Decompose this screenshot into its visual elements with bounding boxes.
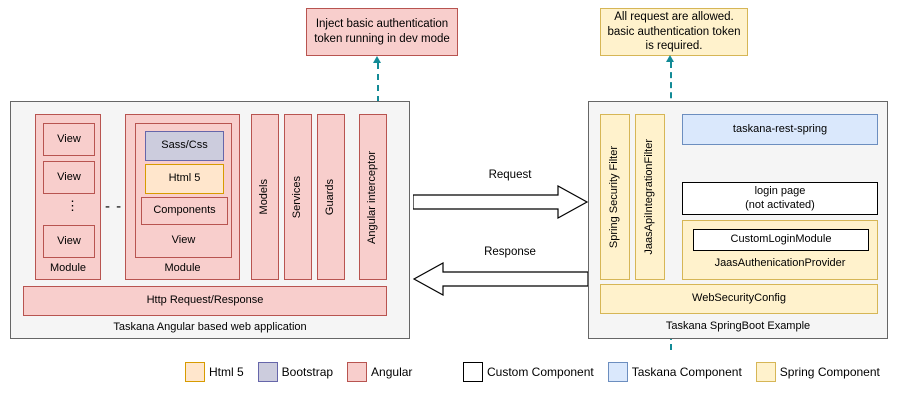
legend-swatch-bootstrap bbox=[257, 362, 278, 382]
module-b-html5-label: Html 5 bbox=[168, 172, 201, 185]
http-request-response-bar: Http Request/Response bbox=[23, 286, 387, 316]
callout-right-text: All request are allowed. basic authentic… bbox=[607, 10, 741, 53]
module-b-components: Components bbox=[141, 197, 228, 225]
taskana-rest-spring-box: taskana-rest-spring bbox=[682, 114, 878, 145]
module-a-view-3-label: View bbox=[57, 234, 81, 247]
module-b-sass-css-label: Sass/Css bbox=[161, 139, 208, 152]
web-security-config: WebSecurityConfig bbox=[600, 284, 878, 314]
callout-all-requests-allowed: All request are allowed. basic authentic… bbox=[600, 8, 748, 56]
taskana-rest-spring-label: taskana-rest-spring bbox=[732, 122, 828, 135]
column-angular-interceptor: Angular interceptor bbox=[359, 114, 387, 280]
panel-angular-webapp-caption: Taskana Angular based web application bbox=[113, 321, 307, 333]
custom-login-module: CustomLoginModule bbox=[693, 229, 869, 251]
column-guards: Guards bbox=[317, 114, 345, 280]
column-services-label: Services bbox=[291, 175, 304, 219]
column-models-label: Models bbox=[258, 179, 271, 215]
request-label: Request bbox=[488, 169, 532, 181]
legend-swatch-angular bbox=[347, 362, 368, 382]
web-security-config-label: WebSecurityConfig bbox=[692, 292, 786, 305]
module-a-vertical-ellipsis: ⋮ bbox=[66, 198, 79, 213]
module-b-html5: Html 5 bbox=[145, 164, 224, 194]
column-angular-interceptor-label: Angular interceptor bbox=[366, 150, 379, 244]
module-b-view-caption: View bbox=[171, 234, 196, 246]
legend-label-custom: Custom Component bbox=[487, 365, 594, 379]
panel-angular-webapp: View View ⋮ View Module - - - Sass/Css H… bbox=[10, 101, 410, 339]
legend-swatch-html5 bbox=[185, 362, 205, 382]
module-b-caption: Module bbox=[164, 262, 201, 274]
filter-spring-security-label: Spring Security Filter bbox=[608, 145, 621, 249]
legend-label-spring: Spring Component bbox=[779, 365, 880, 379]
legend-label-html5: Html 5 bbox=[209, 365, 244, 379]
filter-spring-security: Spring Security Filter bbox=[600, 114, 630, 280]
module-a-view-2: View bbox=[43, 161, 95, 194]
legend-group-backend: Custom Component Taskana Component Sprin… bbox=[463, 362, 894, 382]
legend-label-bootstrap: Bootstrap bbox=[281, 365, 334, 379]
custom-login-module-label: CustomLoginModule bbox=[730, 233, 832, 246]
module-b: Sass/Css Html 5 Components View Module bbox=[125, 114, 240, 280]
connector-left-dashed bbox=[377, 63, 379, 102]
panel-springboot-example: Spring Security Filter JaasApiIntegratio… bbox=[588, 101, 888, 339]
connector-left-arrowhead bbox=[373, 56, 381, 63]
panel-springboot-example-caption: Taskana SpringBoot Example bbox=[665, 320, 811, 332]
filter-jaas-api-integration: JaasApiIntegrationFilter bbox=[635, 114, 665, 280]
legend-swatch-custom bbox=[463, 362, 483, 382]
login-page-line1: login page bbox=[754, 184, 806, 197]
column-guards-label: Guards bbox=[324, 178, 337, 216]
response-arrow bbox=[413, 262, 588, 296]
jaas-authentication-provider-caption: JaasAuthenicationProvider bbox=[714, 257, 846, 269]
request-arrow bbox=[413, 185, 588, 219]
module-a-view-3: View bbox=[43, 225, 95, 258]
legend-swatch-spring bbox=[755, 362, 776, 382]
http-request-response-label: Http Request/Response bbox=[146, 294, 264, 307]
module-a-view-1: View bbox=[43, 123, 95, 156]
legend-group-frontend: Html 5 Bootstrap Angular bbox=[185, 362, 426, 382]
connector-right-arrowhead bbox=[666, 55, 674, 62]
column-models: Models bbox=[251, 114, 279, 280]
legend-label-angular: Angular bbox=[371, 365, 413, 379]
module-b-sass-css: Sass/Css bbox=[145, 131, 224, 161]
response-label: Response bbox=[484, 246, 536, 258]
jaas-authentication-provider: CustomLoginModule JaasAuthenicationProvi… bbox=[682, 220, 878, 280]
module-b-components-label: Components bbox=[153, 204, 216, 217]
module-a-view-2-label: View bbox=[57, 170, 81, 183]
callout-inject-auth-token: Inject basic authentication token runnin… bbox=[306, 8, 458, 56]
column-services: Services bbox=[284, 114, 312, 280]
callout-left-text: Inject basic authentication token runnin… bbox=[314, 18, 450, 45]
legend-swatch-taskana bbox=[607, 362, 628, 382]
legend-label-taskana: Taskana Component bbox=[631, 365, 742, 379]
login-page-box: login page (not activated) bbox=[682, 182, 878, 215]
module-a-view-1-label: View bbox=[57, 132, 81, 145]
login-page-line2: (not activated) bbox=[745, 198, 815, 211]
module-b-view: Sass/Css Html 5 Components View bbox=[135, 123, 232, 258]
filter-jaas-api-integration-label: JaasApiIntegrationFilter bbox=[643, 139, 656, 255]
module-a: View View ⋮ View Module bbox=[35, 114, 101, 280]
module-a-caption: Module bbox=[49, 262, 87, 274]
